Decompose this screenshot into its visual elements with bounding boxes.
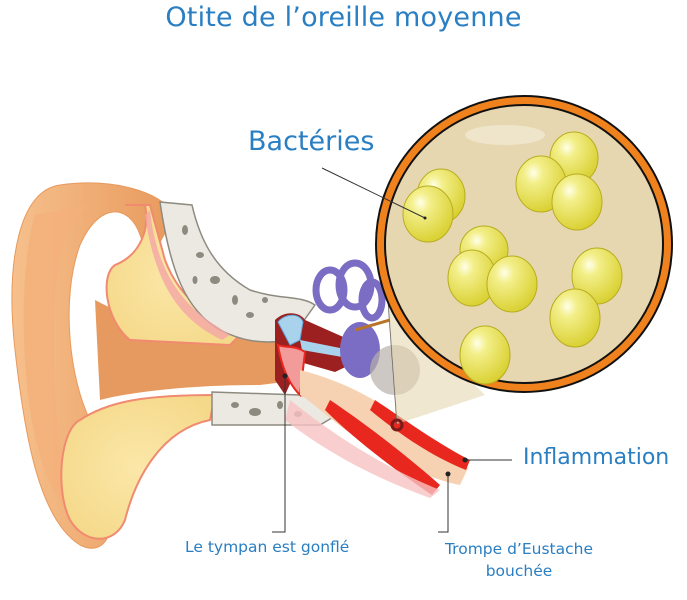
label-eustachian-line1: Trompe d’Eustache	[444, 540, 594, 558]
magnifier	[375, 95, 673, 393]
fat-tissue-lower	[60, 393, 217, 540]
eustachian-tube	[285, 370, 470, 498]
magnify-origin-marker	[390, 418, 404, 432]
leader-lines	[272, 167, 512, 533]
inner-ear	[312, 259, 386, 322]
bacteria-cluster	[402, 131, 623, 385]
label-blocked-eustachian-tube: Trompe d’Eustache bouchée	[428, 538, 610, 582]
label-swollen-eardrum: Le tympan est gonflé	[185, 538, 350, 556]
bone-pores	[182, 225, 268, 318]
middle-ear	[275, 313, 360, 398]
label-eustachian-line2: bouchée	[485, 562, 553, 580]
label-bacteria: Bactéries	[248, 126, 375, 157]
label-inflammation: Inflammation	[523, 445, 670, 470]
diagram-title: Otite de l’oreille moyenne	[165, 2, 522, 33]
